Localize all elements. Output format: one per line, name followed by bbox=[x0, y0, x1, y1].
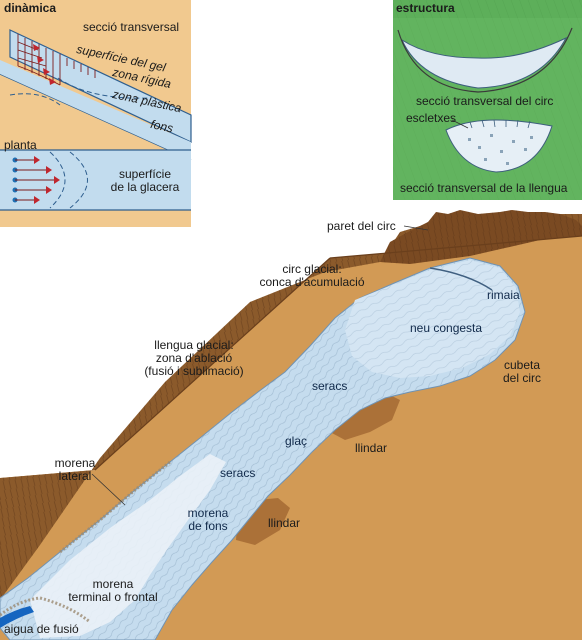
section-dashed-curve bbox=[57, 77, 151, 99]
velocity-arrows bbox=[33, 44, 56, 85]
plan-dashed-curve bbox=[69, 151, 88, 209]
terminal-moraine-label: morena terminal o frontal bbox=[68, 577, 158, 604]
plan-dashed-curve-2 bbox=[49, 151, 66, 209]
plan-surface-label: superfície de la glacera bbox=[110, 167, 180, 194]
lateral-moraine-strip bbox=[59, 460, 171, 554]
plan-arrowheads bbox=[34, 156, 60, 204]
inset-estructura bbox=[393, 0, 582, 200]
plan-label: planta bbox=[4, 138, 37, 152]
tongue-crevasses bbox=[468, 134, 533, 165]
dinamica-title: dinàmica bbox=[4, 1, 57, 15]
plan-velocity-arrows bbox=[15, 159, 56, 201]
lateral-moraine-leader bbox=[91, 473, 126, 506]
section-dashed-curve-2 bbox=[9, 93, 61, 106]
meltwater-stream bbox=[0, 606, 34, 628]
firn-label: neu congesta bbox=[410, 321, 483, 335]
tongue-label: llengua glacial: zona d'ablació (fusió i… bbox=[144, 338, 244, 378]
firn-basin-texture bbox=[345, 260, 520, 378]
cirque-wall-peaks-hatch bbox=[380, 210, 582, 264]
ice-label: glaç bbox=[285, 434, 308, 448]
section-ice-band bbox=[10, 30, 191, 142]
bergschrund-label: rimaia bbox=[487, 288, 520, 302]
seracs-lower-label: seracs bbox=[220, 466, 256, 480]
cirque-wall-leader bbox=[403, 225, 429, 231]
velocity-profile bbox=[17, 34, 96, 86]
ground-moraine-label: morena de fons bbox=[187, 506, 229, 533]
section-lower-ice bbox=[0, 60, 191, 160]
rock-slope-hatch bbox=[0, 214, 582, 600]
crevasse-label: escletxes bbox=[406, 111, 457, 125]
lower-tongue bbox=[30, 454, 226, 638]
tongue-section-label: secció transversal de la llengua bbox=[400, 181, 568, 195]
seracs-upper-label: seracs bbox=[312, 379, 348, 393]
cirque-label: circ glacial: conca d'acumulació bbox=[259, 262, 365, 289]
estructura-title: estructura bbox=[396, 1, 455, 15]
lateral-moraine-label: morena lateral bbox=[54, 456, 96, 483]
valley-edge-line bbox=[94, 257, 331, 471]
inset-dinamica bbox=[0, 0, 192, 227]
valley-edge-line-2 bbox=[329, 235, 582, 259]
main-landscape bbox=[0, 210, 582, 640]
threshold-upper-label: llindar bbox=[355, 441, 388, 455]
meltwater-label: aigua de fusió bbox=[4, 622, 79, 636]
terminal-moraine-strip bbox=[0, 596, 91, 624]
cirque-section-shape bbox=[400, 36, 568, 89]
crevasse-leader bbox=[451, 119, 469, 129]
tongue-top-cracks bbox=[469, 119, 531, 129]
tongue-section-shape bbox=[445, 119, 553, 173]
cirque-section-label: secció transversal del circ bbox=[416, 94, 554, 108]
basin-label: cubeta del circ bbox=[502, 358, 541, 385]
section-label: secció transversal bbox=[83, 20, 180, 34]
cirque-bed-line bbox=[397, 27, 573, 93]
bergschrund-line bbox=[429, 267, 493, 291]
cirque-wall-label: paret del circ bbox=[327, 219, 396, 233]
threshold-lower-label: llindar bbox=[268, 516, 301, 530]
